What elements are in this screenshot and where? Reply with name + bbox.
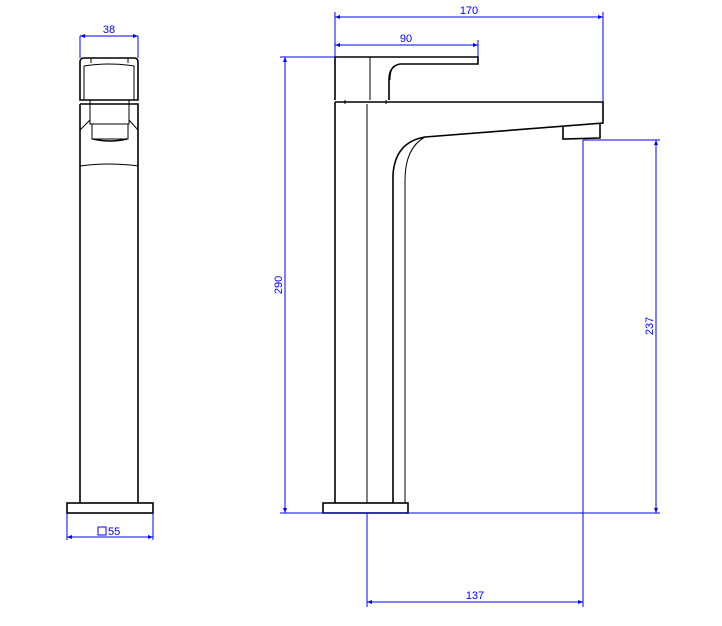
dim-90-label: 90 [400,33,412,45]
side-view: 38 55 [66,24,154,540]
dim-290-label: 290 [273,276,285,294]
front-base [322,502,409,514]
front-handle [334,56,479,100]
aerator [562,124,601,140]
side-base [66,502,154,514]
side-handle [79,57,139,101]
front-spout [335,101,604,503]
square-symbol-icon [97,526,107,536]
dim-55-label: 55 [108,526,120,538]
front-view: 170 90 290 237 137 [273,5,660,607]
dim-237-label: 237 [644,317,656,335]
side-body [79,103,139,503]
dim-38-label: 38 [103,24,115,36]
dim-170-label: 170 [460,5,478,17]
dim-137-label: 137 [466,590,484,602]
